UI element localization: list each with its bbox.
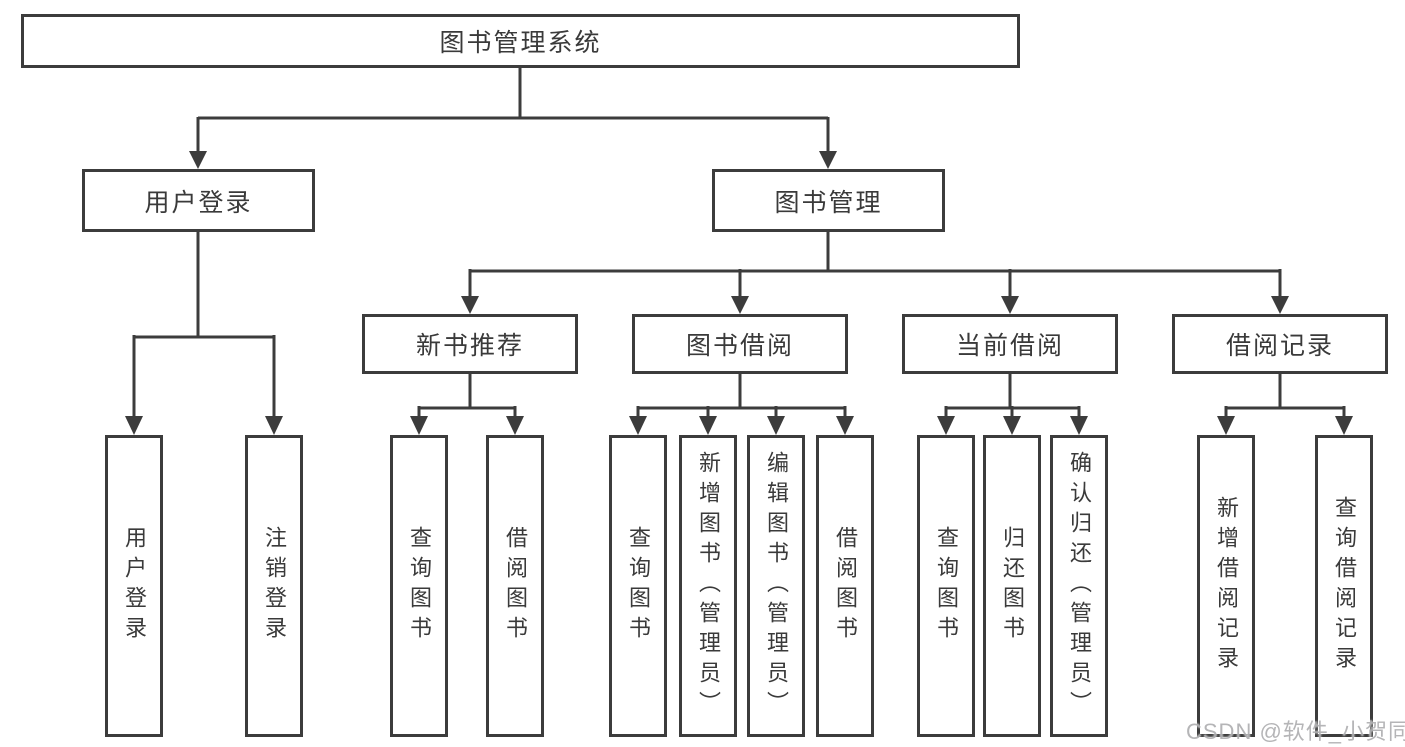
connector-current-borrow-branch <box>944 374 1081 420</box>
node-book-management: 图书管理 <box>712 169 945 232</box>
node-leaf-query-borrow-record: 查询借阅记录 <box>1315 435 1373 737</box>
arrow-down-icon <box>1335 416 1353 435</box>
arrow-down-icon <box>265 416 283 435</box>
arrow-down-icon <box>506 416 524 435</box>
connector-borrow-records-branch <box>1224 374 1346 420</box>
node-book-borrowing: 图书借阅 <box>632 314 848 374</box>
node-leaf-return-book: 归还图书 <box>983 435 1041 737</box>
node-new-book-recommend: 新书推荐 <box>362 314 578 374</box>
arrow-down-icon <box>819 151 837 169</box>
arrow-down-icon <box>1001 296 1019 314</box>
connector-new-book-branch <box>417 374 517 420</box>
connector-root-to-level2 <box>196 68 830 155</box>
connector-book-mgmt-branch <box>468 232 1282 300</box>
arrow-down-icon <box>125 416 143 435</box>
node-user-login: 用户登录 <box>82 169 315 232</box>
node-borrowing-records: 借阅记录 <box>1172 314 1388 374</box>
node-library-system: 图书管理系统 <box>21 14 1020 68</box>
node-leaf-borrow-books-1: 借阅图书 <box>486 435 544 737</box>
csdn-watermark: CSDN @软件_小贺同学 <box>1186 719 1405 744</box>
arrow-down-icon <box>699 416 717 435</box>
node-leaf-edit-book-admin: 编辑图书（管理员） <box>747 435 805 737</box>
node-current-borrowing: 当前借阅 <box>902 314 1118 374</box>
node-leaf-borrow-books-2: 借阅图书 <box>816 435 874 737</box>
arrow-down-icon <box>836 416 854 435</box>
connector-user-login-branch <box>132 232 276 420</box>
arrow-down-icon <box>410 416 428 435</box>
arrow-down-icon <box>461 296 479 314</box>
arrow-down-icon <box>767 416 785 435</box>
node-leaf-logout: 注销登录 <box>245 435 303 737</box>
arrow-down-icon <box>1271 296 1289 314</box>
arrow-down-icon <box>629 416 647 435</box>
node-leaf-query-books-2: 查询图书 <box>609 435 667 737</box>
node-leaf-confirm-return-admin: 确认归还（管理员） <box>1050 435 1108 737</box>
arrow-down-icon <box>189 151 207 169</box>
arrow-down-icon <box>731 296 749 314</box>
arrow-down-icon <box>1003 416 1021 435</box>
node-leaf-add-book-admin: 新增图书（管理员） <box>679 435 737 737</box>
node-leaf-query-books-3: 查询图书 <box>917 435 975 737</box>
arrowheads <box>125 151 1353 435</box>
arrow-down-icon <box>937 416 955 435</box>
arrow-down-icon <box>1217 416 1235 435</box>
node-leaf-query-books-1: 查询图书 <box>390 435 448 737</box>
connector-book-borrow-branch <box>636 374 847 420</box>
arrow-down-icon <box>1070 416 1088 435</box>
node-leaf-add-borrow-record: 新增借阅记录 <box>1197 435 1255 737</box>
node-leaf-user-login: 用户登录 <box>105 435 163 737</box>
